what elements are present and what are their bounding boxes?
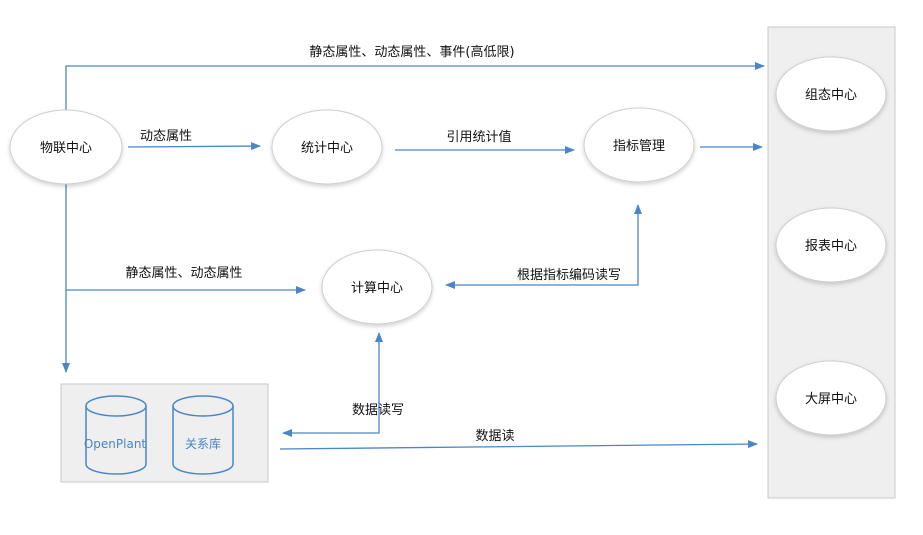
edge-jisuan-db: [282, 332, 383, 437]
node-tongji-label: 统计中心: [301, 141, 353, 156]
node-tongji: [271, 109, 383, 185]
node-wulian: [9, 109, 123, 185]
edge-tongji-zhibiao-label: 引用统计值: [446, 129, 511, 145]
node-jisuan-label: 计算中心: [351, 281, 403, 296]
relational-database-icon: [172, 395, 234, 475]
edge-db-right: [279, 440, 758, 450]
edge-jisuan-zhibiao: [445, 204, 642, 289]
node-jisuan: [321, 249, 433, 325]
edge-wulian-tongji: [127, 142, 261, 151]
node-daping-label: 大屏中心: [805, 392, 857, 407]
node-zutai-label: 组态中心: [805, 88, 857, 103]
edge-jisuan-zhibiao-label: 根据指标编码读写: [517, 268, 621, 283]
node-zhibiao-label: 指标管理: [613, 139, 665, 154]
openplant-label: OpenPlant: [84, 437, 147, 451]
edge-top-label: 静态属性、动态属性、事件(高低限): [309, 44, 514, 60]
openplant-database-icon: [85, 395, 147, 475]
edge-wulian-top-trunk: [65, 62, 765, 118]
edge-wulian-jisuan-label: 静态属性、动态属性: [125, 266, 242, 281]
node-wulian-label: 物联中心: [40, 141, 92, 156]
node-baobiao: [775, 207, 887, 283]
database-panel: [60, 383, 269, 483]
edge-jisuan-db-label: 数据读写: [352, 403, 404, 418]
edge-wulian-tongji-label: 动态属性: [140, 129, 192, 144]
relational-db-label: 关系库: [185, 436, 221, 451]
node-daping: [775, 360, 887, 436]
edge-db-right-label: 数据读: [475, 429, 514, 444]
node-zutai: [775, 56, 887, 132]
node-baobiao-label: 报表中心: [805, 239, 857, 254]
node-zhibiao: [583, 107, 695, 183]
